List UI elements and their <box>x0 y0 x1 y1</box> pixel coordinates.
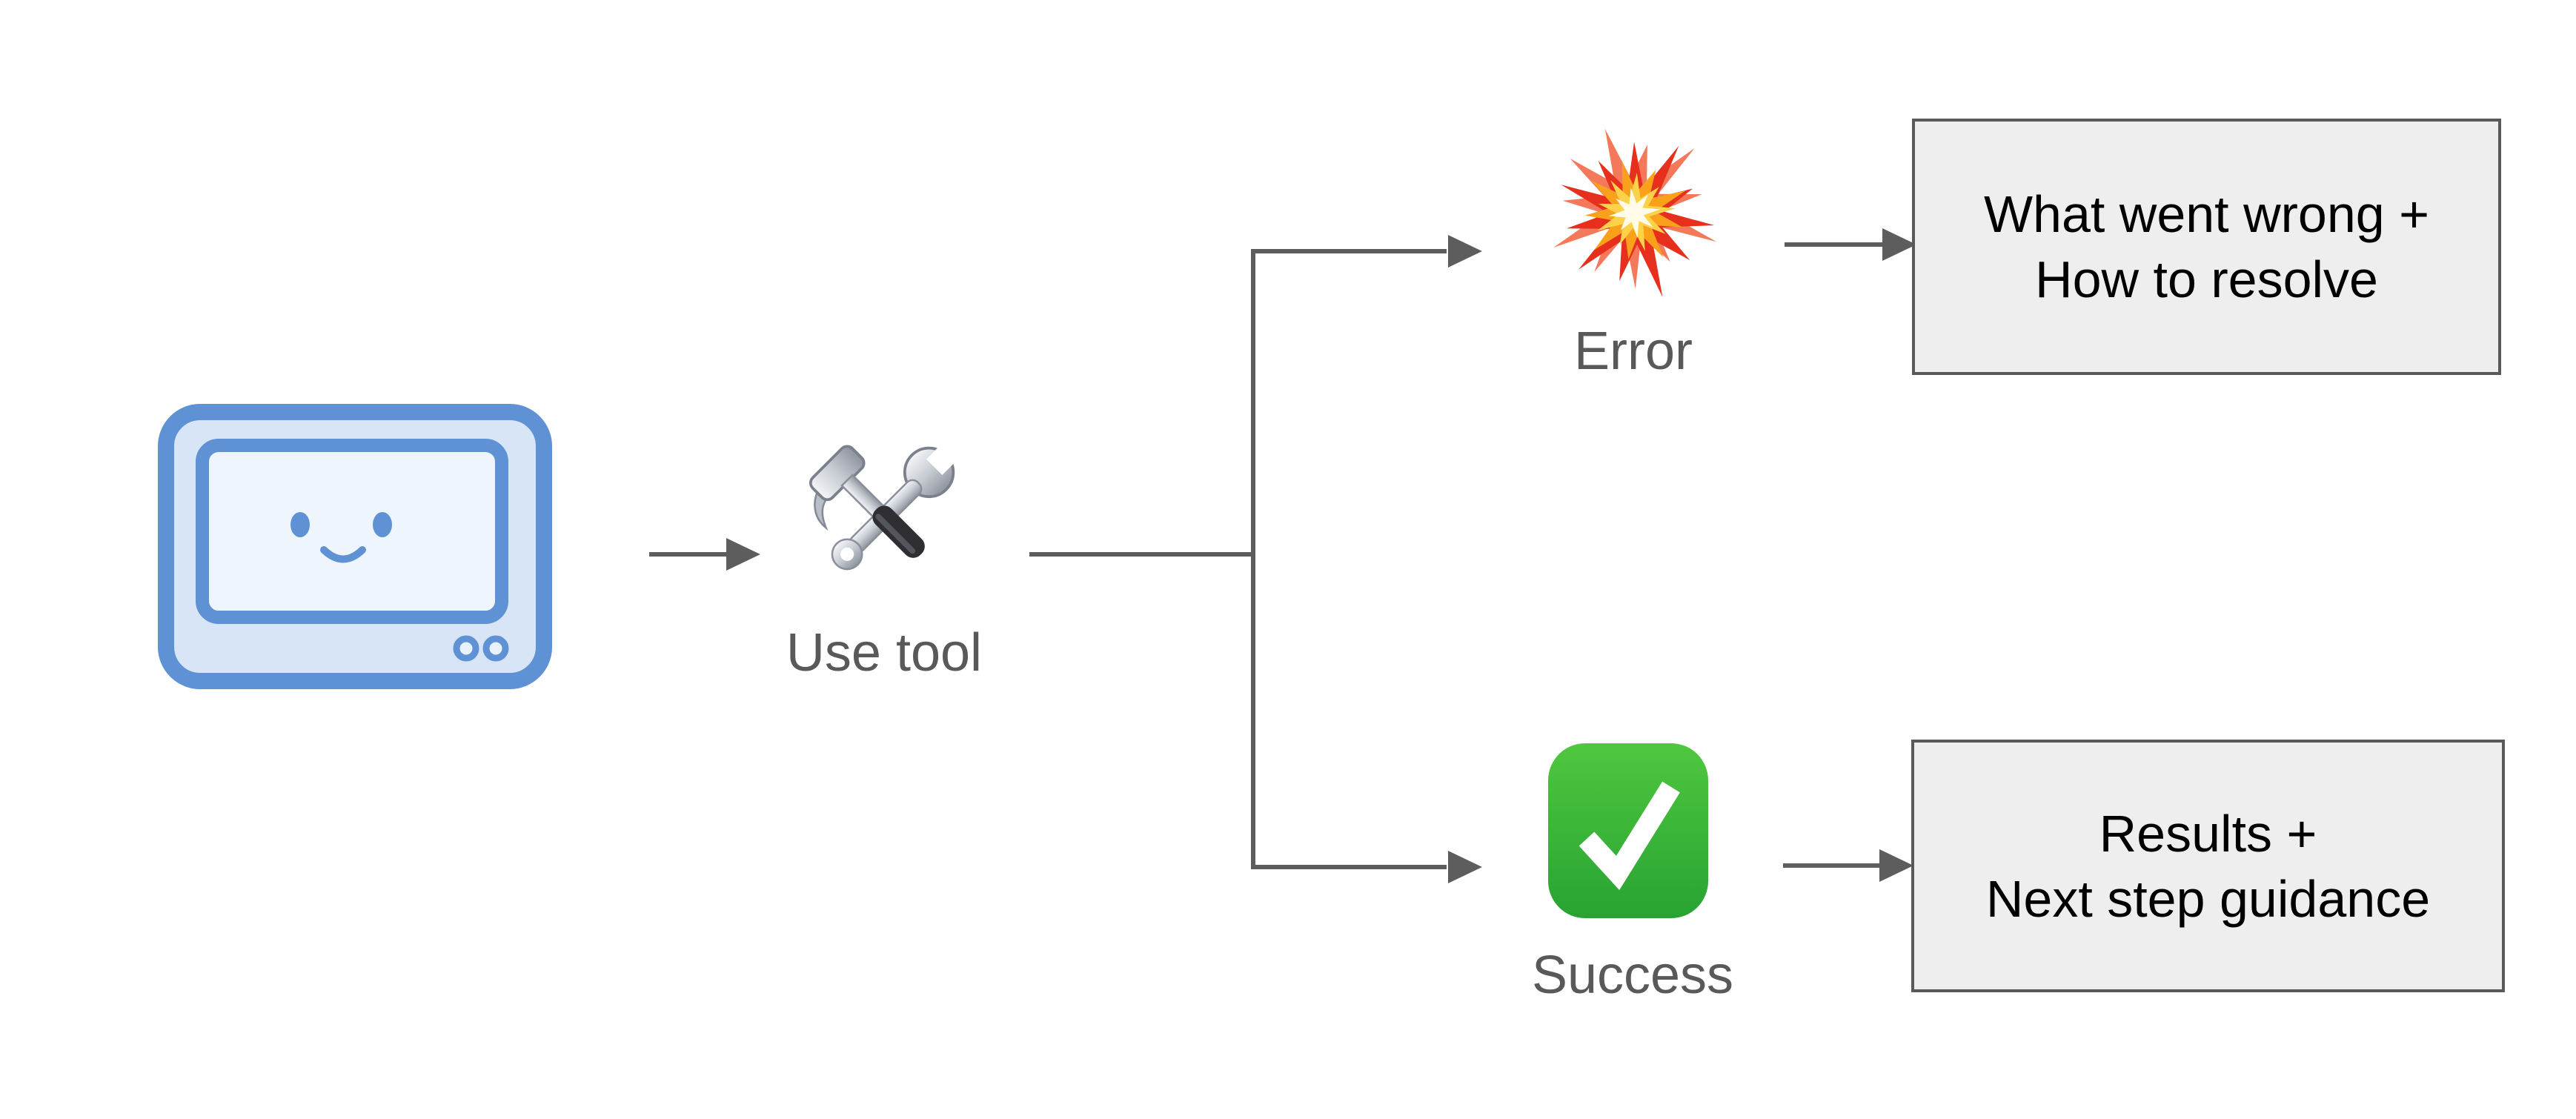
monitor-screen <box>196 439 508 624</box>
left-eye <box>291 512 310 537</box>
success-box-line-2: Next step guidance <box>1985 869 2431 928</box>
check-mark-button-icon <box>1541 741 1716 920</box>
arrowhead-agent-to-tool <box>726 538 760 571</box>
use-tool-label: Use tool <box>786 623 983 683</box>
white-check <box>1579 781 1680 891</box>
monitor-button-2 <box>482 635 509 662</box>
collision-burst-icon <box>1544 124 1722 302</box>
arrowhead-error-box <box>1882 228 1916 261</box>
branch-elbow-line <box>1251 249 1447 869</box>
arrowhead-to-success <box>1448 851 1482 883</box>
error-box-line-1: What went wrong + <box>1983 185 2430 243</box>
hammer <box>809 445 925 558</box>
burst-cream-center <box>1608 187 1661 238</box>
hammer-wrench-icon <box>791 424 977 611</box>
success-label: Success <box>1531 946 1734 1005</box>
error-box-line-2: How to resolve <box>2035 250 2378 308</box>
monitor-button-1 <box>453 635 479 662</box>
error-result-box: What went wrong + How to resolve <box>1912 119 2501 375</box>
arrowhead-to-error <box>1448 235 1482 268</box>
computer-face-icon <box>158 404 552 689</box>
green-square <box>1548 743 1708 918</box>
arrowhead-success-box <box>1879 849 1913 882</box>
success-result-box: Results + Next step guidance <box>1911 740 2505 992</box>
smile <box>320 546 366 563</box>
success-box-line-1: Results + <box>2099 804 2317 863</box>
error-label: Error <box>1574 322 1693 381</box>
right-eye <box>373 512 392 537</box>
